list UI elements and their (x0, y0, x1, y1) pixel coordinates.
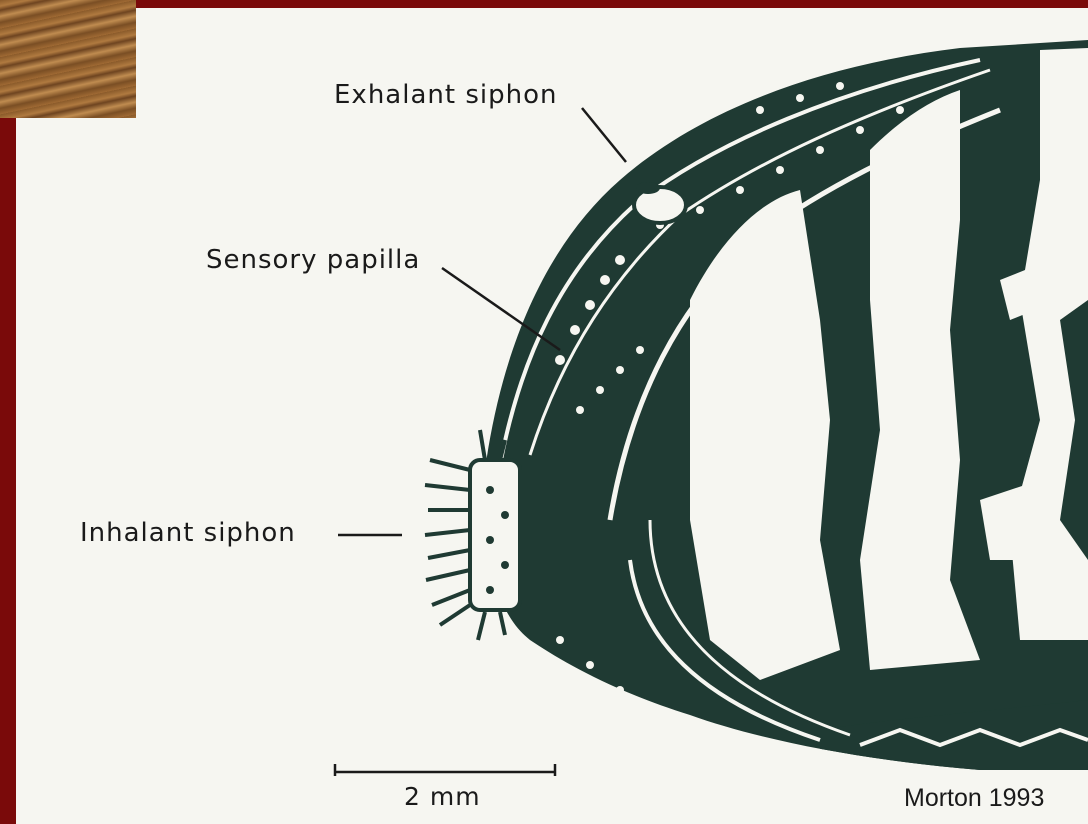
figure-credit: Morton 1993 (904, 784, 1044, 813)
scale-bar (335, 764, 555, 776)
exhalant-siphon-label: Exhalant siphon (334, 80, 557, 110)
sensory-papilla-label: Sensory papilla (206, 245, 420, 275)
exhalant-leader (582, 108, 626, 162)
scale-bar-label: 2 mm (404, 782, 481, 811)
shell-body (470, 40, 1088, 780)
inhalant-siphon-shape (425, 430, 520, 640)
inhalant-siphon-label: Inhalant siphon (80, 518, 296, 548)
